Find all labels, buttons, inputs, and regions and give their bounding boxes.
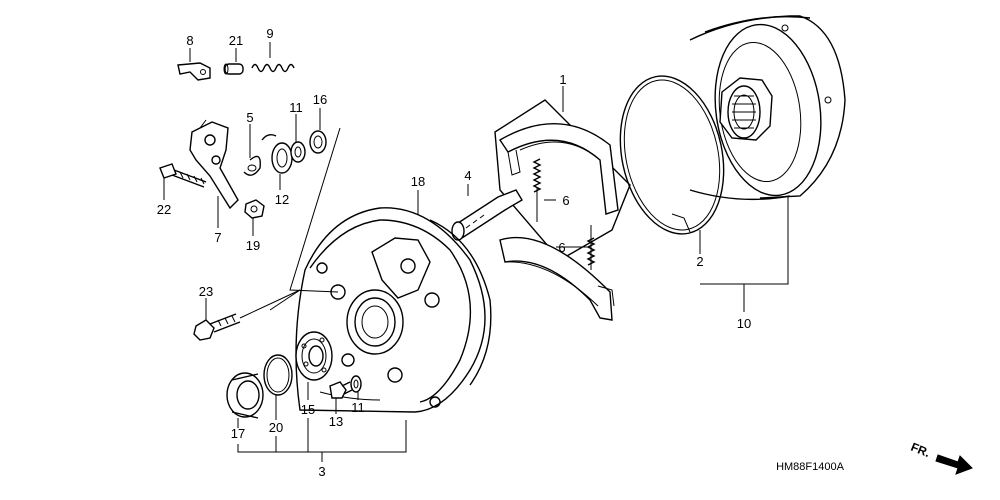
label-part-5: 5: [246, 110, 253, 125]
label-part-7: 7: [214, 230, 221, 245]
label-part-2: 2: [696, 254, 703, 269]
label-part-19: 19: [246, 238, 260, 253]
label-part-18: 18: [411, 174, 425, 189]
assembly-guide-lines: [269, 127, 341, 311]
front-marker-label: FR.: [909, 440, 932, 460]
brake-lever: [189, 119, 239, 210]
washer: [290, 141, 306, 163]
label-part-11-lower: 11: [351, 400, 365, 415]
label-part-20: 20: [269, 420, 283, 435]
label-part-10: 10: [737, 316, 751, 331]
label-part-15: 15: [301, 402, 315, 417]
label-part-22: 22: [157, 202, 171, 217]
label-part-11-upper: 11: [289, 100, 303, 115]
drum-seal-ring: [619, 75, 725, 235]
sealing-washer: [350, 375, 362, 393]
label-part-21: 21: [229, 33, 243, 48]
label-part-3: 3: [318, 464, 325, 479]
collar: [223, 63, 244, 75]
leader-lines: [163, 42, 789, 462]
label-part-8: 8: [186, 33, 193, 48]
cam-seal: [309, 130, 327, 154]
shoe-spring-upper: [532, 158, 542, 222]
brake-cam: [451, 189, 523, 241]
brake-arm-clip: [177, 62, 211, 81]
label-part-17: 17: [231, 426, 245, 441]
indicator-plate: [261, 133, 293, 174]
label-part-6-lower: 6: [558, 240, 565, 255]
front-direction-arrow: [935, 454, 973, 475]
lever-bolt: [159, 163, 207, 188]
lever-nut: [244, 199, 265, 219]
label-part-13: 13: [329, 414, 343, 429]
circlip: [263, 354, 293, 396]
brake-panel: [295, 207, 492, 413]
radial-bearing: [295, 331, 333, 381]
label-part-6-upper: 6: [562, 193, 569, 208]
oil-seal-outer: [226, 372, 264, 419]
diagram-code: HM88F1400A: [776, 461, 845, 473]
drain-bolt: [329, 381, 353, 399]
label-part-23: 23: [199, 284, 213, 299]
lever-spring-clip: [243, 155, 261, 176]
label-part-12: 12: [275, 192, 289, 207]
label-part-1: 1: [559, 72, 566, 87]
brake-shoe-set: [494, 99, 631, 321]
label-part-16: 16: [313, 92, 327, 107]
brake-drum: [689, 15, 846, 201]
label-part-4: 4: [464, 168, 471, 183]
return-spring: [251, 63, 295, 73]
label-part-9: 9: [266, 26, 273, 41]
shoe-spring-lower: [586, 225, 596, 270]
